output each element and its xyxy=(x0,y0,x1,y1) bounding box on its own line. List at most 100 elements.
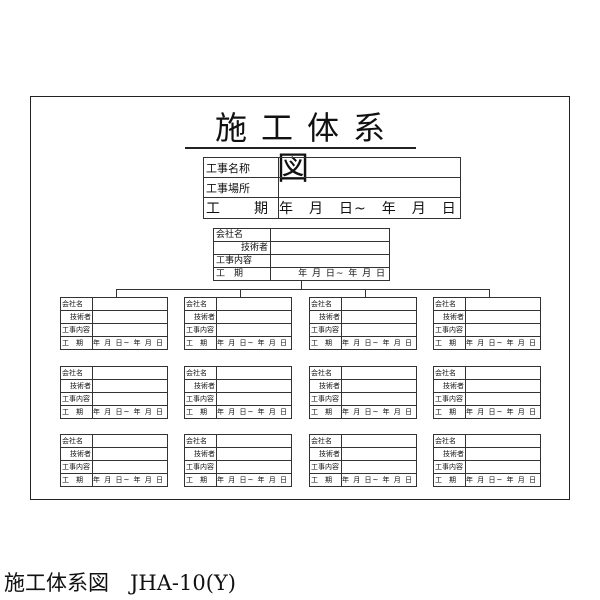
work-row: 工事内容 xyxy=(309,323,417,337)
engineer-value xyxy=(216,447,292,461)
engineer-label: 技術者 xyxy=(309,379,342,393)
engineer-value xyxy=(465,379,541,393)
company-label: 会社名 xyxy=(60,434,93,448)
period-value: 年 月 日~ 年 月 日 xyxy=(216,336,292,350)
work-row: 工事内容 xyxy=(213,254,390,268)
period-row: 工 期年 月 日~ 年 月 日 xyxy=(433,336,541,350)
period-label: 工 期 xyxy=(60,336,93,350)
work-row: 工事内容 xyxy=(60,323,168,337)
period-value: 年 月 日~ 年 月 日 xyxy=(341,336,417,350)
subcontractor-box: 会社名技術者工事内容工 期年 月 日~ 年 月 日 xyxy=(433,366,541,419)
work-row: 工事内容 xyxy=(309,392,417,406)
engineer-value xyxy=(216,379,292,393)
engineer-row: 技術者 xyxy=(60,447,168,461)
engineer-label: 技術者 xyxy=(309,447,342,461)
work-value xyxy=(92,460,168,474)
engineer-label: 技術者 xyxy=(60,310,93,324)
engineer-label: 技術者 xyxy=(213,241,271,255)
company-value xyxy=(465,434,541,448)
period-value: 年 月 日~ 年 月 日 xyxy=(92,473,168,487)
period-label: 工 期 xyxy=(184,336,217,350)
work-row: 工事内容 xyxy=(184,460,292,474)
work-row: 工事内容 xyxy=(309,460,417,474)
company-value xyxy=(465,297,541,311)
period-label: 工 期 xyxy=(184,473,217,487)
project-site-label: 工事場所 xyxy=(203,177,279,198)
engineer-label: 技術者 xyxy=(433,310,466,324)
company-row: 会社名 xyxy=(60,366,168,380)
engineer-value xyxy=(92,379,168,393)
work-row: 工事内容 xyxy=(433,392,541,406)
work-row: 工事内容 xyxy=(60,460,168,474)
engineer-row: 技術者 xyxy=(433,379,541,393)
company-label: 会社名 xyxy=(60,297,93,311)
period-label: 工 期 xyxy=(309,405,342,419)
period-label: 工 期 xyxy=(60,405,93,419)
period-label: 工 期 xyxy=(433,473,466,487)
period-row: 工 期年 月 日~ 年 月 日 xyxy=(309,405,417,419)
project-period-label: 工 期 xyxy=(203,197,279,219)
connector-line xyxy=(116,289,117,297)
period-row: 工 期年 月 日~ 年 月 日 xyxy=(433,473,541,487)
work-row: 工事内容 xyxy=(433,460,541,474)
engineer-row: 技術者 xyxy=(184,447,292,461)
engineer-value xyxy=(92,447,168,461)
engineer-label: 技術者 xyxy=(309,310,342,324)
company-value xyxy=(216,297,292,311)
period-row: 工 期年 月 日~ 年 月 日 xyxy=(60,405,168,419)
subcontractor-box: 会社名技術者工事内容工 期年 月 日~ 年 月 日 xyxy=(184,434,292,487)
connector-line xyxy=(117,289,489,290)
engineer-value xyxy=(216,310,292,324)
company-label: 会社名 xyxy=(433,434,466,448)
work-label: 工事内容 xyxy=(60,323,93,337)
engineer-label: 技術者 xyxy=(184,310,217,324)
company-label: 会社名 xyxy=(433,297,466,311)
period-label: 工 期 xyxy=(213,267,271,281)
work-label: 工事内容 xyxy=(184,392,217,406)
work-label: 工事内容 xyxy=(60,392,93,406)
work-row: 工事内容 xyxy=(433,323,541,337)
period-row: 工 期年 月 日~ 年 月 日 xyxy=(60,336,168,350)
company-row: 会社名 xyxy=(184,434,292,448)
company-value xyxy=(216,434,292,448)
product-caption: 施工体系図 JHA-10(Y) xyxy=(4,571,236,595)
engineer-value xyxy=(92,310,168,324)
company-label: 会社名 xyxy=(433,366,466,380)
project-name-label: 工事名称 xyxy=(203,157,279,178)
company-row: 会社名 xyxy=(433,434,541,448)
period-label: 工 期 xyxy=(184,405,217,419)
engineer-value xyxy=(465,310,541,324)
company-label: 会社名 xyxy=(309,434,342,448)
engineer-row: 技術者 xyxy=(309,447,417,461)
period-row: 工 期年 月 日~ 年 月 日 xyxy=(433,405,541,419)
work-label: 工事内容 xyxy=(60,460,93,474)
work-label: 工事内容 xyxy=(309,392,342,406)
project-name-row: 工事名称 xyxy=(203,157,461,178)
work-value xyxy=(216,323,292,337)
company-value xyxy=(92,366,168,380)
work-value xyxy=(270,254,390,268)
project-site-row: 工事場所 xyxy=(203,177,461,198)
period-value: 年 月 日~ 年 月 日 xyxy=(341,473,417,487)
engineer-label: 技術者 xyxy=(184,379,217,393)
work-value xyxy=(216,392,292,406)
prime-contractor-box: 会社名技術者工事内容工 期年 月 日~ 年 月 日 xyxy=(213,228,390,281)
company-value xyxy=(92,297,168,311)
subcontractor-box: 会社名技術者工事内容工 期年 月 日~ 年 月 日 xyxy=(184,297,292,350)
period-label: 工 期 xyxy=(309,336,342,350)
period-label: 工 期 xyxy=(433,405,466,419)
company-value xyxy=(341,297,417,311)
period-value: 年 月 日~ 年 月 日 xyxy=(216,473,292,487)
work-value xyxy=(341,323,417,337)
engineer-row: 技術者 xyxy=(309,310,417,324)
work-label: 工事内容 xyxy=(184,460,217,474)
company-label: 会社名 xyxy=(309,297,342,311)
company-row: 会社名 xyxy=(213,228,390,242)
company-row: 会社名 xyxy=(184,366,292,380)
period-row: 工 期年 月 日~ 年 月 日 xyxy=(309,473,417,487)
engineer-row: 技術者 xyxy=(184,379,292,393)
subcontractor-box: 会社名技術者工事内容工 期年 月 日~ 年 月 日 xyxy=(433,297,541,350)
period-row: 工 期年 月 日~ 年 月 日 xyxy=(60,473,168,487)
engineer-row: 技術者 xyxy=(433,447,541,461)
work-value xyxy=(216,460,292,474)
